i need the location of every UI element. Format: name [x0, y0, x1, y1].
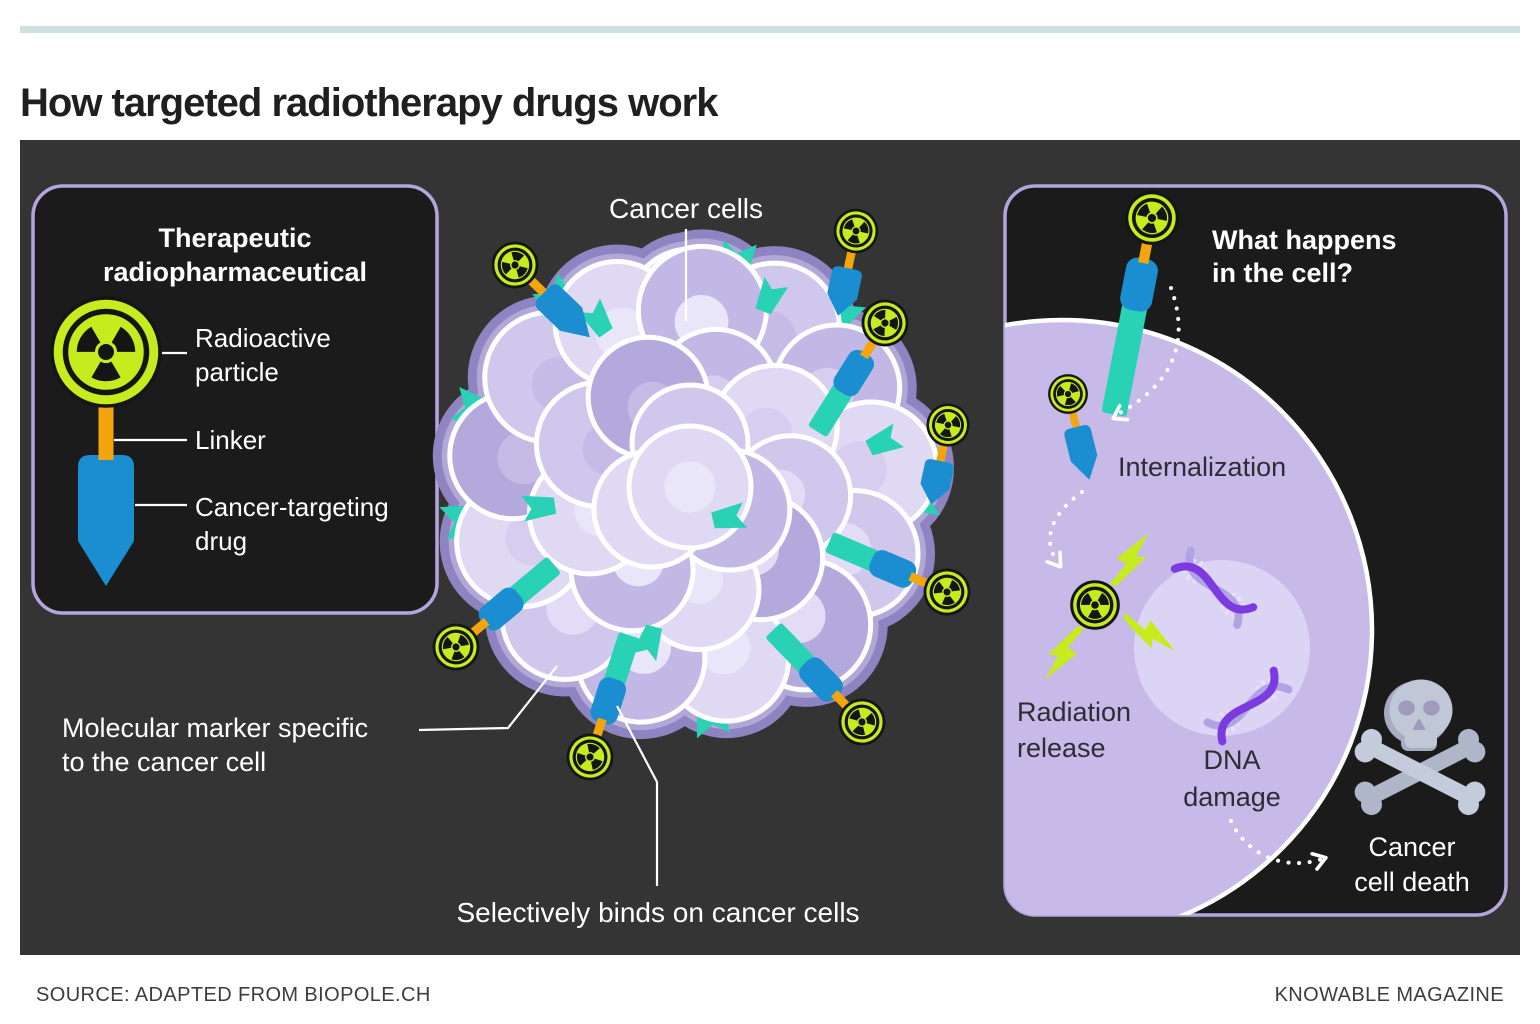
radiopharmaceutical-icon	[491, 241, 590, 338]
radiopharmaceutical-icon	[1101, 191, 1179, 417]
radiopharmaceutical-icon	[566, 632, 640, 781]
publisher-credit: KNOWABLE MAGAZINE	[1274, 984, 1504, 1006]
cell-nucleus	[1134, 560, 1310, 736]
dna-damage-label-line1: DNA	[1203, 745, 1260, 775]
cancer-cell-body	[1005, 317, 1375, 915]
radiopharmaceutical-icon	[825, 532, 971, 616]
radiopharmaceutical-icon	[766, 623, 886, 746]
dna-helix-icon	[1203, 666, 1293, 746]
cell-box-title-line2: in the cell?	[1212, 258, 1353, 288]
linker-icon	[98, 402, 114, 460]
drug-label-line1: Cancer-targeting	[195, 492, 389, 522]
molecular-marker-icon	[631, 624, 663, 662]
cancer-cell-death-label-line2: cell death	[1354, 867, 1470, 897]
legend-box: Therapeutic radiopharmaceutical Radioact…	[31, 184, 439, 615]
cancer-cell-death-label-line1: Cancer	[1368, 832, 1455, 862]
cell-box-title-line1: What happens	[1212, 225, 1397, 255]
radiopharmaceutical-icon	[1048, 374, 1098, 480]
source-credit: SOURCE: ADAPTED FROM BIOPOLE.CH	[36, 984, 431, 1006]
drug-icon	[78, 455, 134, 586]
radiopharmaceutical-icon	[808, 299, 909, 437]
radiopharmaceutical-icon	[1070, 580, 1120, 630]
radiopharmaceutical-icon	[920, 403, 970, 505]
infographic-canvas: Therapeutic radiopharmaceutical Radioact…	[20, 140, 1520, 955]
cell-box: What happens in the cell? Internalizatio…	[1003, 184, 1508, 917]
radiation-release-label-line2: release	[1017, 733, 1106, 763]
molecular-marker-label-line2: to the cancer cell	[62, 747, 266, 777]
molecular-marker-icon	[578, 298, 613, 338]
cancer-cells-label: Cancer cells	[609, 193, 763, 224]
molecular-marker-label-line1: Molecular marker specific	[62, 713, 368, 743]
page-title: How targeted radiotherapy drugs work	[20, 80, 718, 125]
cancer-cell-cluster	[432, 229, 955, 740]
dna-damage-label-line2: damage	[1183, 782, 1281, 812]
molecular-marker-icon	[865, 423, 905, 456]
cell-process-units	[1048, 191, 1179, 630]
internalization-arrow	[1111, 286, 1181, 422]
legend-title-line1: Therapeutic	[158, 223, 311, 253]
linker-label: Linker	[195, 425, 266, 455]
skull-crossbones-icon	[1354, 679, 1486, 816]
radioactive-particle-label-line2: particle	[195, 357, 279, 387]
radiopharmaceutical-icon	[827, 208, 879, 316]
radiopharmaceutical-legend-icon	[50, 296, 162, 586]
death-arrow	[1229, 819, 1328, 871]
molecular-marker-icon	[711, 502, 748, 529]
top-accent-bar	[20, 26, 1520, 33]
radiation-release-label-line1: Radiation	[1017, 697, 1131, 727]
radioactive-particle-label-line1: Radioactive	[195, 323, 331, 353]
internalization-label: Internalization	[1118, 452, 1286, 482]
radiopharmaceutical-units	[432, 208, 971, 781]
selectively-binds-label: Selectively binds on cancer cells	[456, 897, 859, 928]
radiation-icon	[50, 296, 162, 408]
dna-helix-icon	[1170, 546, 1258, 630]
molecular-marker-icon	[521, 495, 557, 522]
lightning-bolts-icon	[1044, 532, 1176, 680]
release-arrow	[1045, 490, 1084, 569]
radiopharmaceutical-icon	[432, 557, 560, 671]
legend-title-line2: radiopharmaceutical	[103, 257, 367, 287]
drug-label-line2: drug	[195, 526, 247, 556]
molecular-marker-icon	[755, 276, 789, 315]
